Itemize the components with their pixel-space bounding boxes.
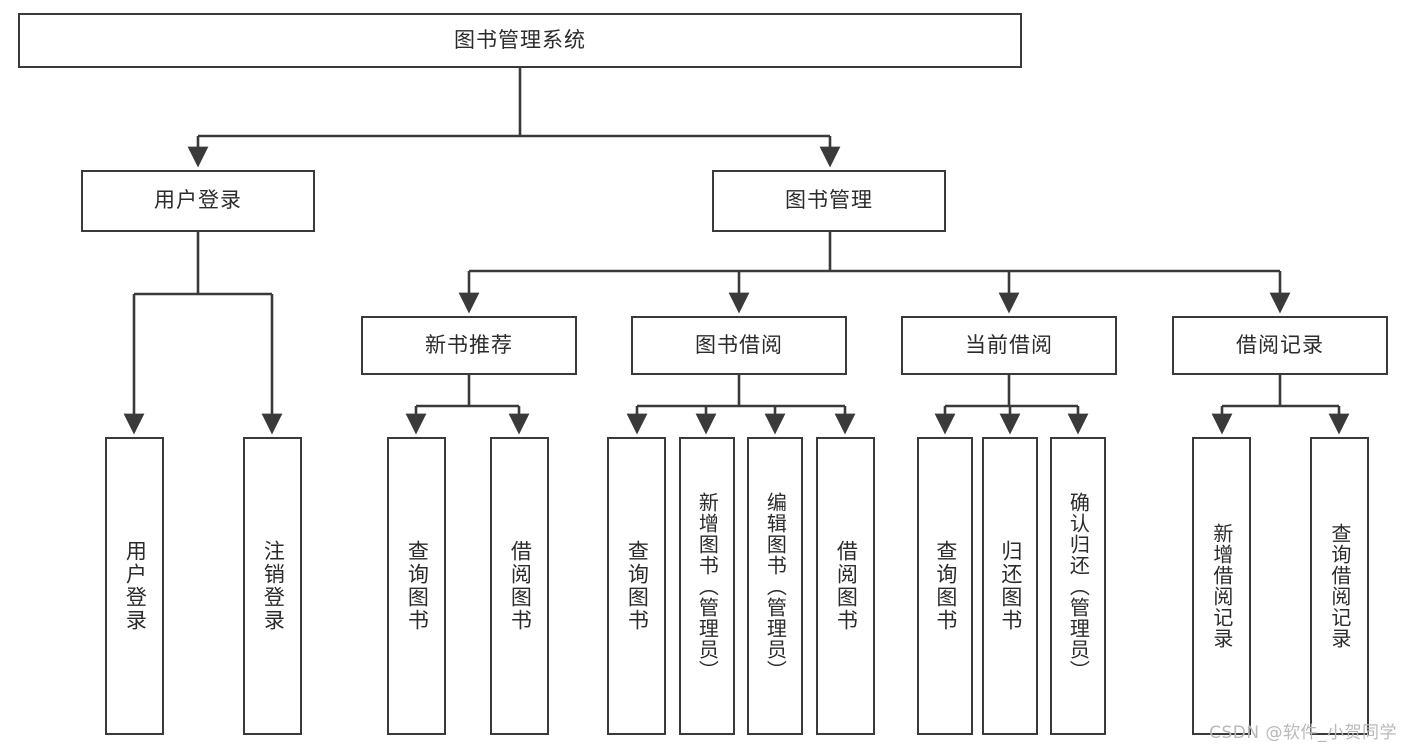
node-leaf-logout-login[interactable]: 注销登录: [243, 437, 302, 735]
node-leaf-user-login-label: 用户登录: [123, 540, 148, 632]
node-leaf-query-borrow-record[interactable]: 查询借阅记录: [1310, 437, 1369, 735]
node-leaf-borrow-book-2-label: 借阅图书: [834, 540, 859, 632]
node-leaf-borrow-book-1-label: 借阅图书: [508, 540, 533, 632]
node-new-book-recommend[interactable]: 新书推荐: [361, 316, 577, 375]
node-user-login-label: 用户登录: [154, 188, 242, 213]
node-current-borrow-label: 当前借阅: [965, 332, 1053, 357]
csdn-watermark: CSDN @软件_小贺同学: [1209, 723, 1397, 743]
node-leaf-return-book[interactable]: 归还图书: [982, 437, 1038, 735]
node-book-management[interactable]: 图书管理: [712, 170, 946, 232]
node-leaf-query-borrow-record-label: 查询借阅记录: [1327, 523, 1352, 649]
node-leaf-query-book-1-label: 查询图书: [405, 540, 430, 632]
node-current-borrow[interactable]: 当前借阅: [901, 316, 1117, 375]
node-new-book-recommend-label: 新书推荐: [425, 332, 513, 357]
node-leaf-add-book[interactable]: 新增图书（管理员）: [679, 437, 735, 735]
node-leaf-query-book-2[interactable]: 查询图书: [607, 437, 666, 735]
node-borrow-record-label: 借阅记录: [1236, 332, 1324, 357]
node-leaf-add-borrow-record-label: 新增借阅记录: [1209, 523, 1234, 649]
node-leaf-query-book-3-label: 查询图书: [933, 540, 958, 632]
node-leaf-borrow-book-1[interactable]: 借阅图书: [490, 437, 549, 735]
node-leaf-query-book-2-label: 查询图书: [625, 540, 650, 632]
node-root[interactable]: 图书管理系统: [18, 13, 1022, 68]
node-leaf-add-borrow-record[interactable]: 新增借阅记录: [1192, 437, 1251, 735]
node-leaf-confirm-return[interactable]: 确认归还（管理员）: [1050, 437, 1106, 735]
node-leaf-return-book-label: 归还图书: [998, 540, 1023, 632]
node-leaf-edit-book-label: 编辑图书（管理员）: [763, 491, 788, 681]
node-leaf-user-login[interactable]: 用户登录: [105, 437, 164, 735]
node-leaf-query-book-3[interactable]: 查询图书: [917, 437, 973, 735]
node-book-borrow-label: 图书借阅: [695, 332, 783, 357]
node-user-login[interactable]: 用户登录: [81, 170, 315, 232]
node-borrow-record[interactable]: 借阅记录: [1172, 316, 1388, 375]
node-book-borrow[interactable]: 图书借阅: [631, 316, 847, 375]
node-leaf-borrow-book-2[interactable]: 借阅图书: [816, 437, 875, 735]
node-leaf-edit-book[interactable]: 编辑图书（管理员）: [747, 437, 803, 735]
node-leaf-logout-login-label: 注销登录: [261, 540, 286, 632]
node-leaf-confirm-return-label: 确认归还（管理员）: [1066, 491, 1091, 681]
node-leaf-add-book-label: 新增图书（管理员）: [695, 491, 720, 681]
node-leaf-query-book-1[interactable]: 查询图书: [387, 437, 446, 735]
node-book-management-label: 图书管理: [785, 188, 873, 213]
node-root-label: 图书管理系统: [454, 27, 586, 52]
